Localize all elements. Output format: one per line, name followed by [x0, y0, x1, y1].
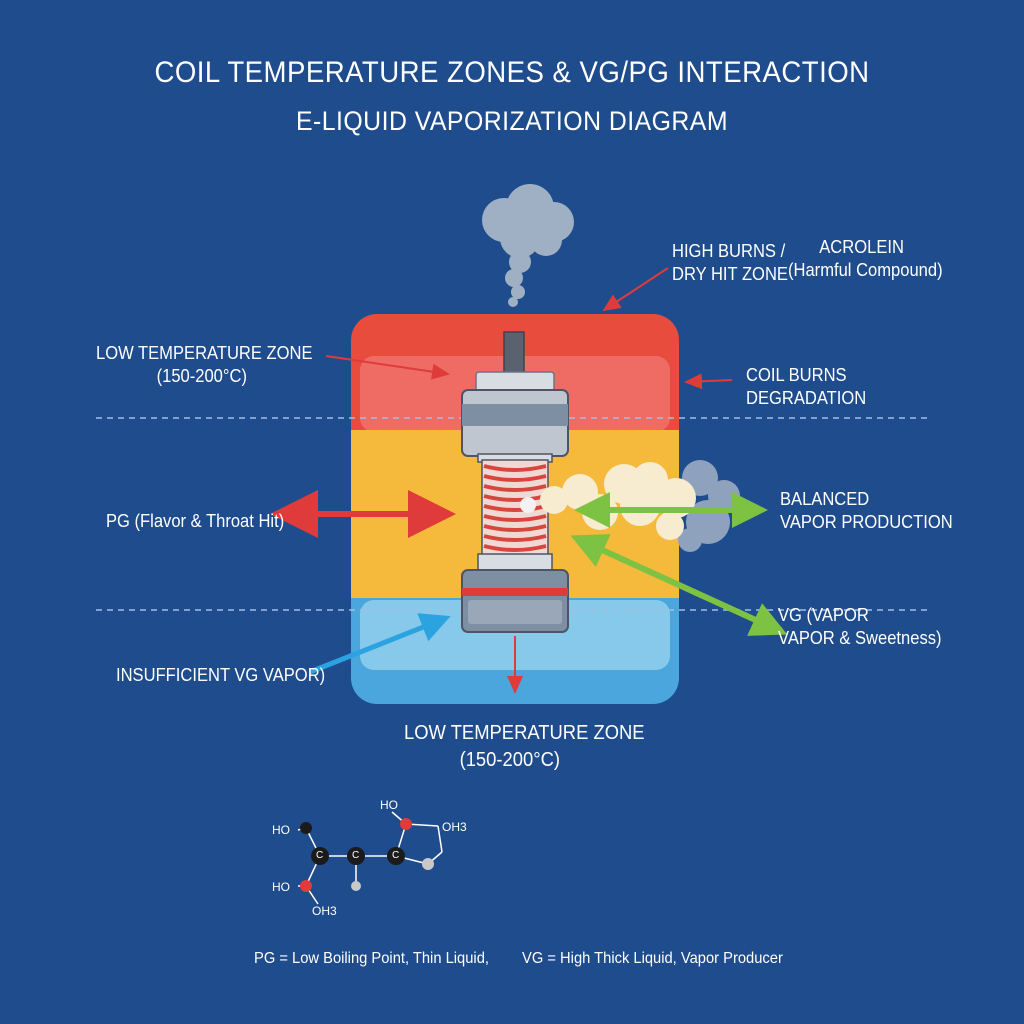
page-title: COIL TEMPERATURE ZONES & VG/PG INTERACTI… — [154, 56, 870, 89]
coil-windings — [483, 464, 547, 552]
mol-ho-left-bottom: HO — [272, 880, 290, 894]
low-zone-top-label: LOW TEMPERATURE ZONE (150-200°C) — [96, 343, 313, 386]
low-zone-top-arrow — [325, 355, 450, 380]
footer-pg-note: PG = Low Boiling Point, Thin Liquid, — [254, 950, 489, 967]
atomizer-coil — [461, 331, 569, 633]
mol-oh3-bottom: OH3 — [312, 904, 337, 918]
bottom-housing-stripe — [462, 588, 568, 596]
coil-burns-arrow — [684, 373, 733, 390]
footer-vg-note: VG = High Thick Liquid, Vapor Producer — [522, 950, 783, 967]
balanced-vapor-label: BALANCED VAPOR PRODUCTION — [780, 489, 953, 532]
high-burns-arrow — [602, 267, 669, 312]
page-subtitle: E-LIQUID VAPORIZATION DIAGRAM — [296, 106, 728, 136]
atom-c3 — [387, 847, 405, 865]
vg-label: VG (VAPOR VAPOR & Sweetness) — [778, 605, 942, 648]
mol-c1-label: C — [316, 850, 324, 861]
vg-arrow — [570, 534, 788, 636]
mol-c3-label: C — [392, 850, 400, 861]
smoke-cloud — [482, 184, 574, 307]
high-burns-label: HIGH BURNS / DRY HIT ZONE — [672, 241, 788, 284]
mol-ho-left-top: HO — [272, 823, 290, 837]
atom-ring — [422, 858, 434, 870]
insufficient-vg-arrow — [309, 613, 451, 675]
low-zone-bottom-label: LOW TEMPERATURE ZONE (150-200°C) — [404, 722, 645, 771]
mol-c2-label: C — [352, 850, 360, 861]
insufficient-vg-label: INSUFFICIENT VG VAPOR) — [116, 665, 326, 685]
atom-c2 — [347, 847, 365, 865]
pg-label: PG (Flavor & Throat Hit) — [106, 511, 285, 531]
top-housing-band — [462, 404, 568, 426]
atom-o-bottom — [300, 880, 312, 892]
atom-h — [351, 881, 361, 891]
atom-o-top — [300, 822, 312, 834]
coil-burns-label: COIL BURNS DEGRADATION — [746, 365, 867, 408]
mol-ho-top: HO — [380, 798, 398, 812]
atom-c1 — [311, 847, 329, 865]
atom-o-right — [400, 818, 412, 830]
bottom-housing-light — [468, 600, 562, 624]
drip-tip — [503, 331, 525, 377]
mol-oh3-right: OH3 — [442, 820, 467, 834]
acrolein-label: ACROLEIN (Harmful Compound) — [788, 237, 943, 280]
